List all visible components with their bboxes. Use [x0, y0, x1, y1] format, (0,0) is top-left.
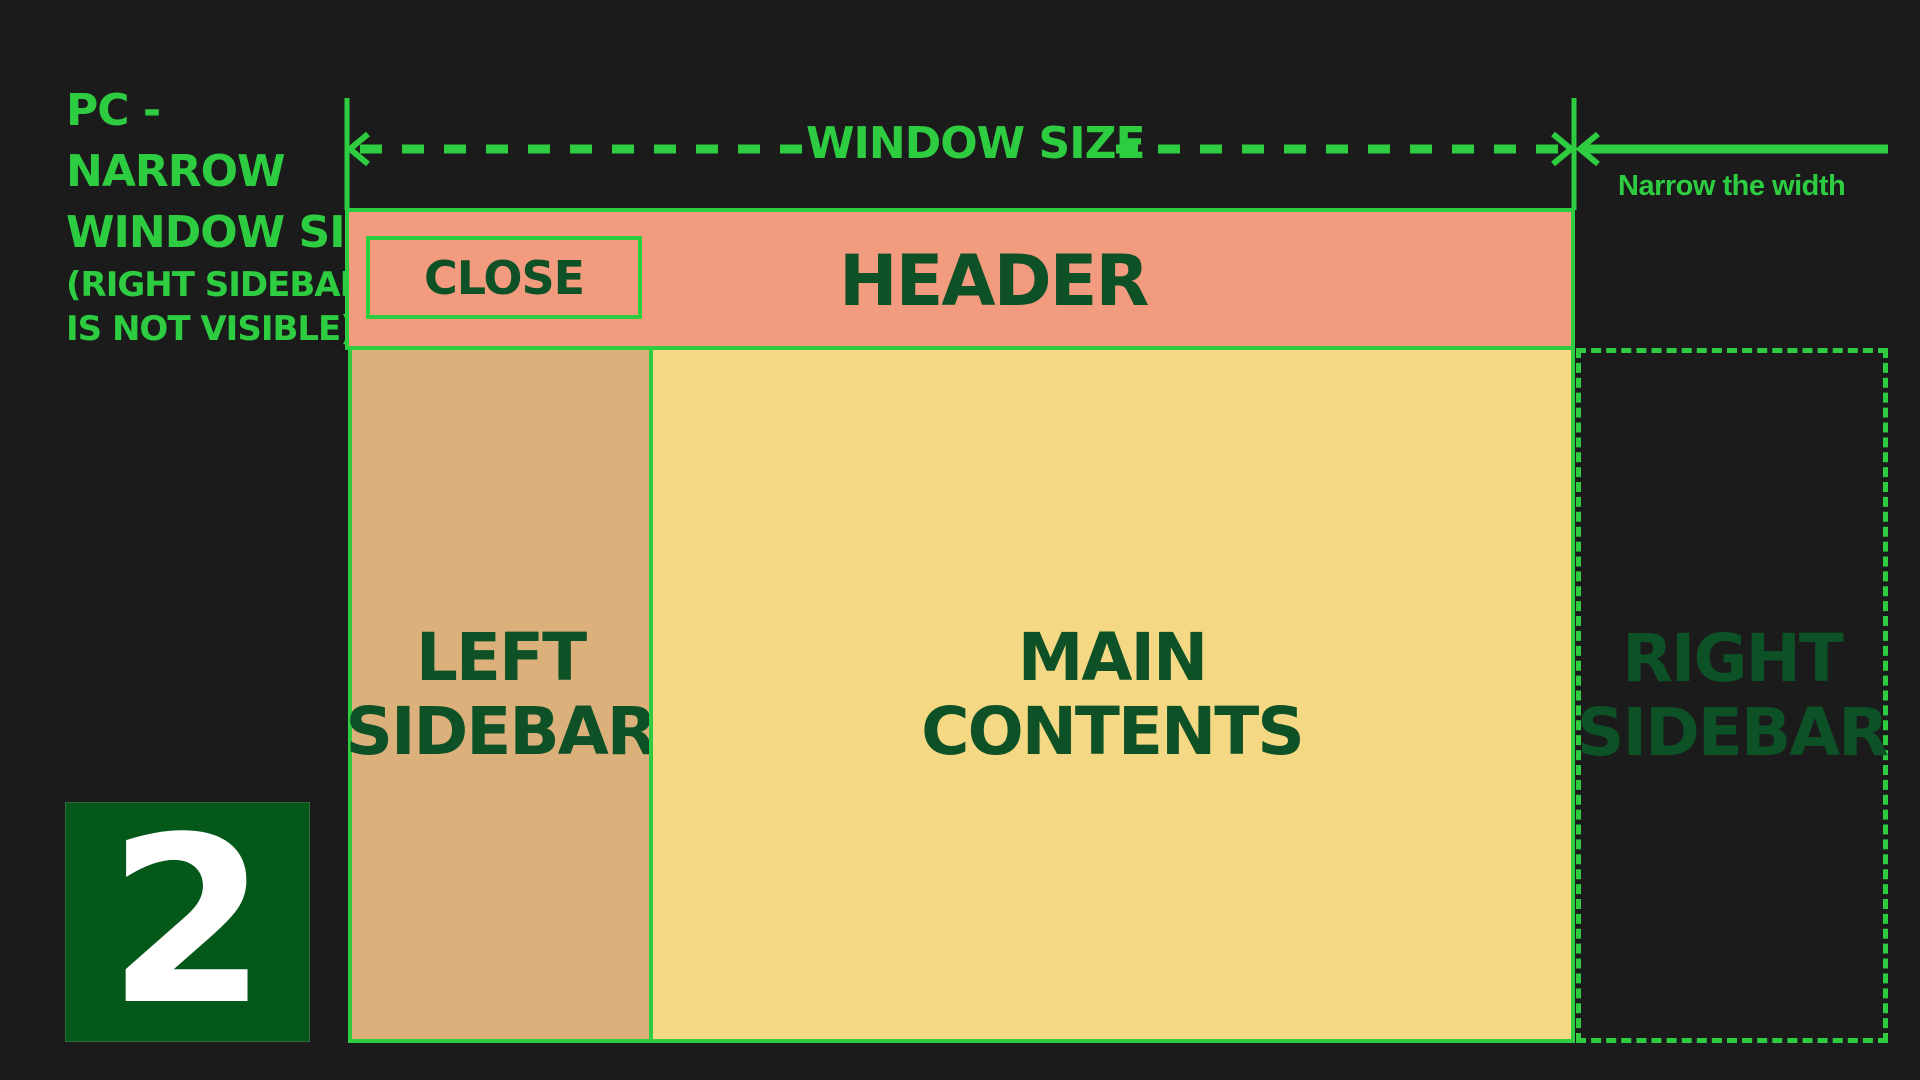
header-region: CLOSE HEADER — [345, 208, 1575, 350]
main-contents-line-1: MAIN — [1017, 618, 1209, 696]
step-number-badge: 2 — [65, 802, 310, 1043]
main-contents-region: MAIN CONTENTS — [649, 346, 1575, 1043]
narrow-arrowhead — [1575, 131, 1600, 167]
narrow-width-note: Narrow the width — [1618, 170, 1846, 202]
main-contents-label: MAIN CONTENTS — [921, 618, 1305, 770]
right-sidebar-region: RIGHT SIDEBAR — [1576, 348, 1889, 1043]
window-size-arrowhead-left — [345, 131, 370, 167]
header-title: HEADER — [839, 240, 1149, 322]
window-size-arrowhead-right — [1551, 131, 1576, 167]
right-sidebar-label: RIGHT SIDEBAR — [1576, 619, 1889, 771]
left-sidebar-line-1: LEFT — [415, 618, 587, 696]
caption-line-5: IS NOT VISIBLE) — [66, 309, 356, 349]
caption-line-1: PC - — [66, 85, 161, 136]
right-sidebar-line-2: SIDEBAR — [1576, 693, 1889, 771]
diagram-caption: PC - NARROW WINDOW SIZE (RIGHT SIDEBAR I… — [66, 80, 406, 351]
main-contents-line-2: CONTENTS — [921, 692, 1305, 770]
caption-line-4: (RIGHT SIDEBAR — [66, 265, 366, 305]
caption-line-2: NARROW — [66, 146, 286, 197]
left-sidebar-line-2: SIDEBAR — [345, 692, 657, 770]
left-sidebar-region: LEFT SIDEBAR — [345, 346, 658, 1043]
right-sidebar-line-1: RIGHT — [1622, 619, 1844, 697]
close-button[interactable]: CLOSE — [366, 236, 642, 319]
left-sidebar-label: LEFT SIDEBAR — [345, 618, 657, 770]
window-size-label: WINDOW SIZE — [806, 118, 1146, 169]
